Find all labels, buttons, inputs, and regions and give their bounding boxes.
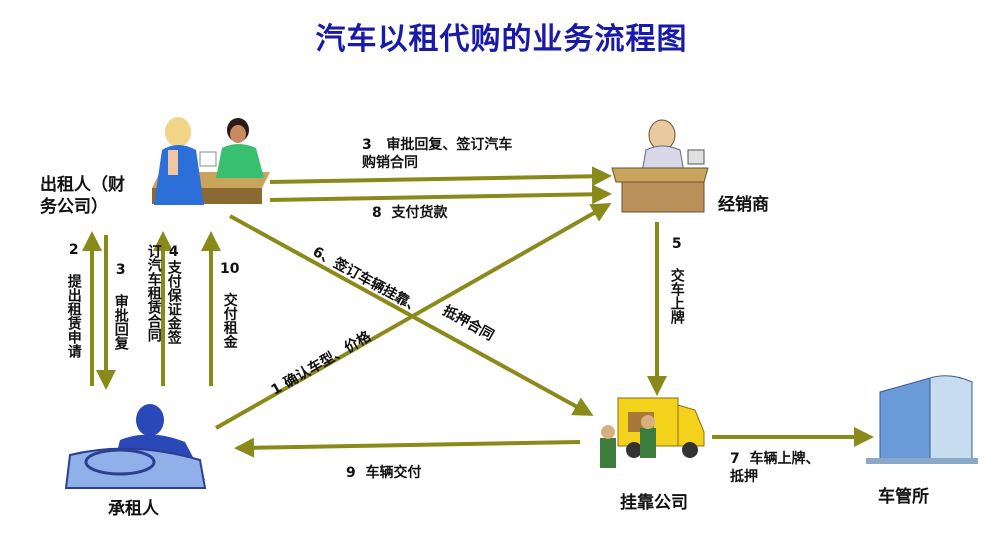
flow-label-4b: 订汽车租赁合同 <box>145 244 162 342</box>
flow-label-2: 2 提出租赁申请 <box>65 242 82 358</box>
building-icon <box>866 375 978 464</box>
node-lessor: 出租人（财 务公司） <box>40 174 125 218</box>
flow-label-7: 7 车辆上牌、 抵押 <box>730 451 820 486</box>
node-affiliate: 挂靠公司 <box>620 493 688 513</box>
page-title: 汽车以租代购的业务流程图 <box>315 22 688 57</box>
node-lessee: 承租人 <box>108 499 159 519</box>
arrow-confirm <box>215 203 612 430</box>
flow-label-10: 10 交付租金 <box>220 261 240 349</box>
node-vehicle-office: 车管所 <box>878 487 929 507</box>
dealer-icon <box>611 119 709 213</box>
arrow-handover <box>234 437 581 458</box>
node-lessor-line1: 出租人（财 <box>40 175 125 195</box>
truck-movers-icon <box>600 397 705 468</box>
flow-label-9: 9 车辆交付 <box>346 465 422 481</box>
office-workers-icon <box>152 117 270 205</box>
arrow-pay <box>269 184 612 205</box>
lessee-icon <box>64 404 207 489</box>
arrow-mortgage <box>229 214 594 416</box>
node-lessor-line2: 务公司） <box>40 197 108 218</box>
node-dealer: 经销商 <box>718 195 769 215</box>
flow-label-8: 8 支付货款 <box>372 205 448 221</box>
flow-label-3a: 3 审批回复 <box>112 262 129 350</box>
flow-label-4a: 4支付保证金签 <box>165 244 182 344</box>
flow-label-5: 5 交车上牌 <box>668 236 685 324</box>
flow-label-3b: 3 审批回复、签订汽车 购销合同 <box>362 137 513 172</box>
arrow-sign-purchase <box>269 166 612 187</box>
